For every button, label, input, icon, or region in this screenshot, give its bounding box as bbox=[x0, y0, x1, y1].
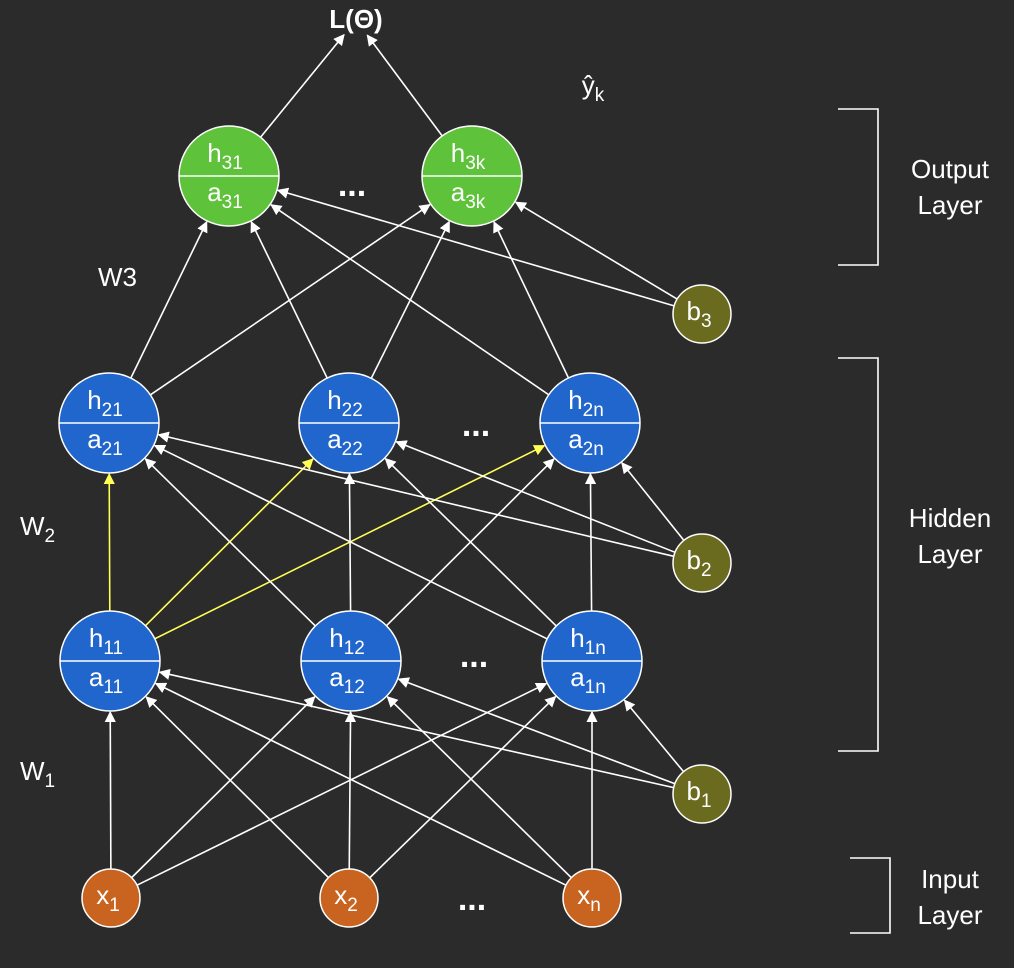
yhat-label: ŷk bbox=[582, 70, 605, 106]
node-h11-bottom-label: a11 bbox=[89, 662, 123, 698]
node-h11-top-label: h11 bbox=[89, 623, 123, 659]
ellipsis-2: ... bbox=[462, 406, 490, 444]
ellipsis-1: ... bbox=[338, 166, 366, 204]
weight-label-w3: W3 bbox=[98, 262, 137, 292]
node-b3-label: b3 bbox=[686, 296, 711, 332]
edge-b2-h21 bbox=[157, 431, 674, 558]
edge-b1-h12 bbox=[397, 677, 676, 785]
bracket-input bbox=[850, 857, 891, 934]
node-h21-bottom-label: a21 bbox=[87, 424, 123, 460]
layer-label-output-1: Output bbox=[911, 154, 990, 184]
weight-label-w1: W1 bbox=[20, 756, 55, 792]
edge-b3-h31 bbox=[276, 187, 675, 307]
node-h2n-top-label: h2n bbox=[568, 385, 604, 421]
node-x2-label: x2 bbox=[334, 880, 358, 916]
node-h12-top-label: h12 bbox=[329, 623, 365, 659]
edge-xn-h11 bbox=[154, 682, 567, 886]
ellipsis-3: ... bbox=[460, 637, 488, 675]
layer-label-input-1: Input bbox=[921, 864, 980, 894]
edge-b2-h2n bbox=[621, 461, 685, 541]
edge-b1-h11 bbox=[158, 668, 674, 789]
node-h3k-bottom-label: a3k bbox=[451, 177, 486, 213]
bracket-output bbox=[838, 108, 879, 266]
node-h31-bottom-label: a31 bbox=[207, 177, 243, 213]
edge-x1-h11 bbox=[104, 710, 116, 870]
edge-h21-h3k bbox=[108, 204, 431, 424]
node-h12-bottom-label: a12 bbox=[329, 662, 365, 698]
edge-x1-h1n bbox=[136, 682, 548, 886]
layer-label-hidden-1: Hidden bbox=[909, 503, 991, 533]
layer-brackets bbox=[838, 108, 891, 934]
node-x1: x1 bbox=[81, 868, 141, 928]
edge-b3-h3k bbox=[514, 201, 678, 300]
node-xn-label: xn bbox=[577, 880, 601, 916]
edge-xn-h12 bbox=[386, 695, 572, 879]
ellipsis-4: ... bbox=[458, 880, 486, 918]
node-h22-bottom-label: a22 bbox=[327, 424, 363, 460]
weight-label-w2: W2 bbox=[20, 511, 55, 547]
node-xn: xn bbox=[562, 868, 622, 928]
edge-x2-h12 bbox=[344, 710, 357, 870]
node-x2: x2 bbox=[319, 868, 379, 928]
node-h1n-bottom-label: a1n bbox=[570, 662, 606, 698]
edge-x2-h1n bbox=[369, 695, 557, 879]
labels: L(Θ)ŷkW3W2W1............OutputLayerHidde… bbox=[20, 4, 991, 930]
node-h31-top-label: h31 bbox=[207, 138, 243, 174]
edge-x1-h12 bbox=[131, 696, 316, 879]
node-b2-label: b2 bbox=[686, 545, 711, 581]
node-b2: b2 bbox=[672, 533, 732, 593]
nodes: h31a31h3ka3kh21a21h22a22h2na2nh11a11h12a… bbox=[58, 125, 732, 928]
edge-b2-h22 bbox=[395, 440, 676, 554]
node-b1-label: b1 bbox=[686, 776, 711, 812]
layer-label-output-2: Layer bbox=[917, 190, 982, 220]
edge-x2-h11 bbox=[145, 696, 329, 879]
node-h22-top-label: h22 bbox=[327, 385, 363, 421]
edge-b1-h1n bbox=[623, 699, 685, 773]
layer-label-hidden-2: Layer bbox=[917, 539, 982, 569]
edge-h2n-h31 bbox=[270, 204, 591, 424]
node-x1-label: x1 bbox=[96, 880, 120, 916]
node-h21-top-label: h21 bbox=[87, 385, 123, 421]
edge-h1n-h21 bbox=[153, 444, 593, 662]
node-h3k-top-label: h3k bbox=[451, 138, 486, 174]
node-h2n-bottom-label: a2n bbox=[568, 424, 604, 460]
loss-label: L(Θ) bbox=[329, 4, 382, 34]
bracket-hidden bbox=[838, 357, 879, 752]
node-b1: b1 bbox=[672, 764, 732, 824]
edge-h11-h2n bbox=[109, 444, 546, 662]
node-h1n-top-label: h1n bbox=[570, 623, 606, 659]
layer-label-input-2: Layer bbox=[917, 900, 982, 930]
node-b3: b3 bbox=[672, 284, 732, 344]
